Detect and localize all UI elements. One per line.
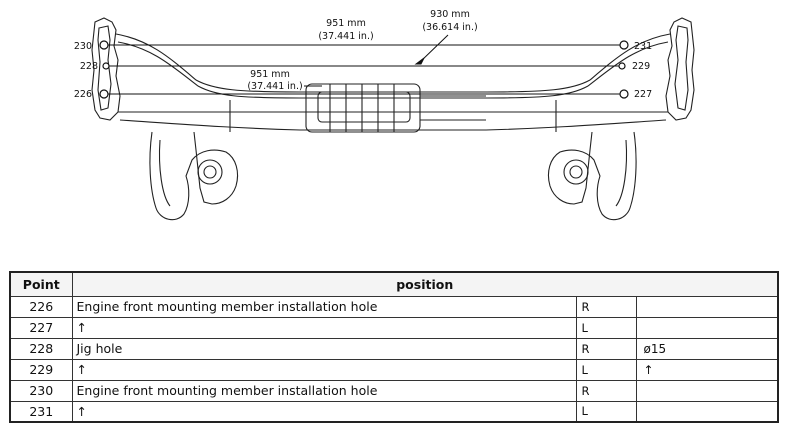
dim-diag-in: (36.614 in.) [422, 22, 477, 33]
cell-note [635, 400, 779, 423]
point-229-marker [618, 62, 626, 70]
header-point: Point [9, 271, 73, 297]
cell-note [635, 295, 779, 318]
dim-leader-930 [419, 34, 449, 63]
cell-description: Engine front mounting member installatio… [71, 379, 577, 402]
cell-point: 229 [9, 358, 73, 381]
dim-top-mm: 951 mm [326, 18, 366, 29]
cell-note [635, 316, 779, 339]
header-position: position [71, 271, 779, 297]
point-label-228: 228 [80, 61, 98, 72]
cell-description: ↑ [71, 400, 577, 423]
table-row: 228 Jig hole R ø15 [9, 337, 779, 360]
cell-side: L [575, 316, 637, 339]
point-227-marker [619, 89, 629, 99]
point-230-marker [99, 40, 109, 50]
cell-side: L [575, 400, 637, 423]
table-row: 227 ↑ L [9, 316, 779, 339]
cell-side: R [575, 379, 637, 402]
table-row: 226 Engine front mounting member install… [9, 295, 779, 318]
cell-description: Jig hole [71, 337, 577, 360]
cell-description: ↑ [71, 358, 577, 381]
point-label-229: 229 [632, 61, 650, 72]
dim-low-mm: 951 mm [250, 69, 290, 80]
dim-diag-mm: 930 mm [430, 9, 470, 20]
cell-point: 226 [9, 295, 73, 318]
point-label-227: 227 [634, 89, 652, 100]
point-226-marker [99, 89, 109, 99]
cell-point: 231 [9, 400, 73, 423]
measurement-points [99, 40, 629, 99]
dim-top-in: (37.441 in.) [318, 31, 373, 42]
cell-side: R [575, 295, 637, 318]
table-row: 230 Engine front mounting member install… [9, 379, 779, 402]
measurement-table: Point position 226 Engine front mounting… [9, 271, 779, 423]
point-228-marker [102, 62, 110, 70]
point-label-230: 230 [74, 41, 92, 52]
cell-description: Engine front mounting member installatio… [71, 295, 577, 318]
subframe-drawing [91, 17, 695, 221]
subframe-diagram: 951 mm (37.441 in.) 930 mm (36.614 in.) … [74, 9, 695, 221]
table-row: 229 ↑ L ↑ [9, 358, 779, 381]
dimension-lines [108, 34, 620, 95]
cell-note [635, 379, 779, 402]
cell-point: 228 [9, 337, 73, 360]
cell-point: 230 [9, 379, 73, 402]
cell-description: ↑ [71, 316, 577, 339]
cell-note: ø15 [635, 337, 779, 360]
table-row: 231 ↑ L [9, 400, 779, 423]
point-231-marker [619, 40, 629, 50]
cell-side: R [575, 337, 637, 360]
cell-side: L [575, 358, 637, 381]
point-label-226: 226 [74, 89, 92, 100]
dim-low-in: (37.441 in.) [247, 81, 302, 92]
table-header-row: Point position [9, 271, 779, 297]
cell-note: ↑ [635, 358, 779, 381]
point-label-231: 231 [634, 41, 652, 52]
cell-point: 227 [9, 316, 73, 339]
